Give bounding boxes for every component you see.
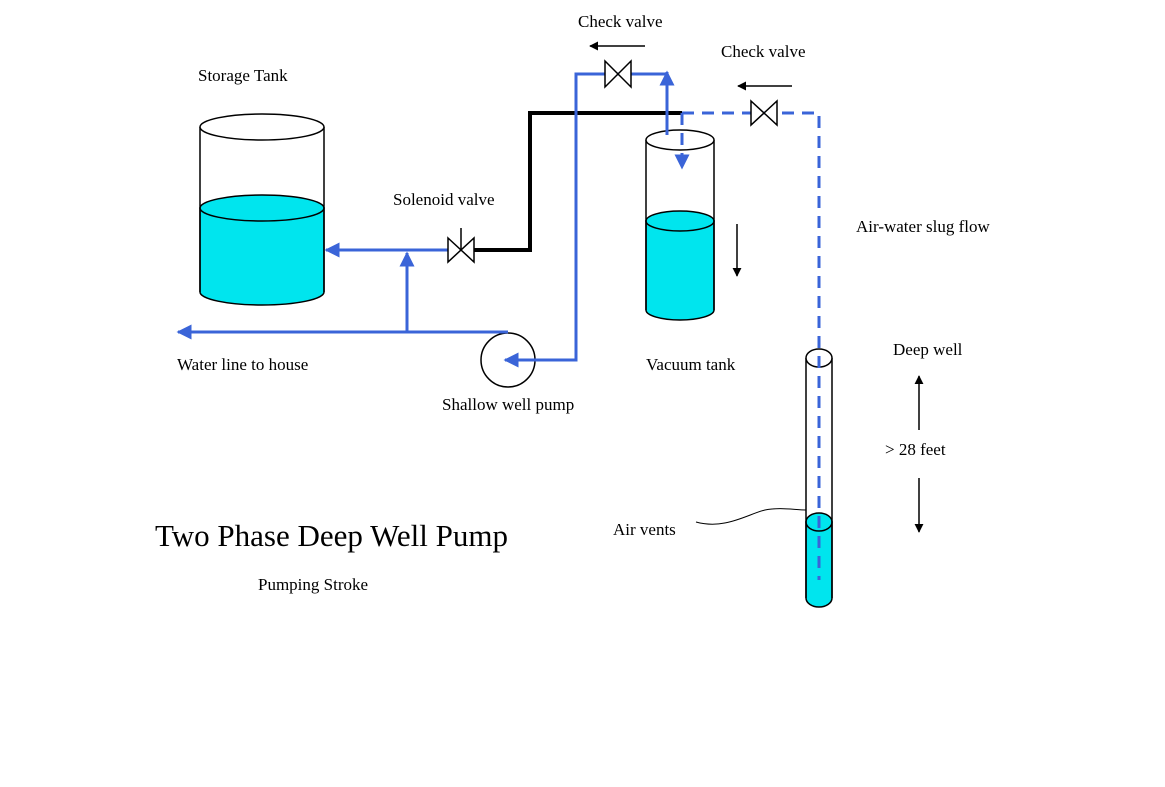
depth-label: > 28 feet xyxy=(885,440,946,459)
shallow-well-pump-label: Shallow well pump xyxy=(442,395,574,414)
slug-flow-line xyxy=(674,111,821,580)
diagram-subtitle: Pumping Stroke xyxy=(258,575,368,594)
solenoid-valve xyxy=(447,228,475,264)
check-valve-right-label: Check valve xyxy=(721,42,806,61)
vacuum-tank xyxy=(645,129,715,321)
deep-well-label: Deep well xyxy=(893,340,963,359)
solenoid-valve-label: Solenoid valve xyxy=(393,190,495,209)
vacuum-tank-top xyxy=(645,129,715,151)
storage-tank xyxy=(199,113,325,306)
storage-tank-label: Storage Tank xyxy=(198,66,288,85)
vacuum-tank-label: Vacuum tank xyxy=(646,355,736,374)
check-valve-top xyxy=(604,59,632,89)
diagram-title: Two Phase Deep Well Pump xyxy=(155,518,508,553)
check-valve-right xyxy=(750,99,778,127)
check-valve-top-label: Check valve xyxy=(578,12,663,31)
water-line-label: Water line to house xyxy=(177,355,308,374)
slug-flow-label: Air-water slug flow xyxy=(856,217,990,236)
air-vents-label: Air vents xyxy=(613,520,676,539)
black-pipe xyxy=(474,111,682,252)
storage-tank-water-surface xyxy=(199,194,325,222)
storage-tank-top xyxy=(199,113,325,141)
blue-pipes xyxy=(176,70,675,368)
vacuum-tank-water xyxy=(645,220,715,321)
storage-tank-water xyxy=(199,207,325,306)
air-vents-leader xyxy=(695,508,807,525)
